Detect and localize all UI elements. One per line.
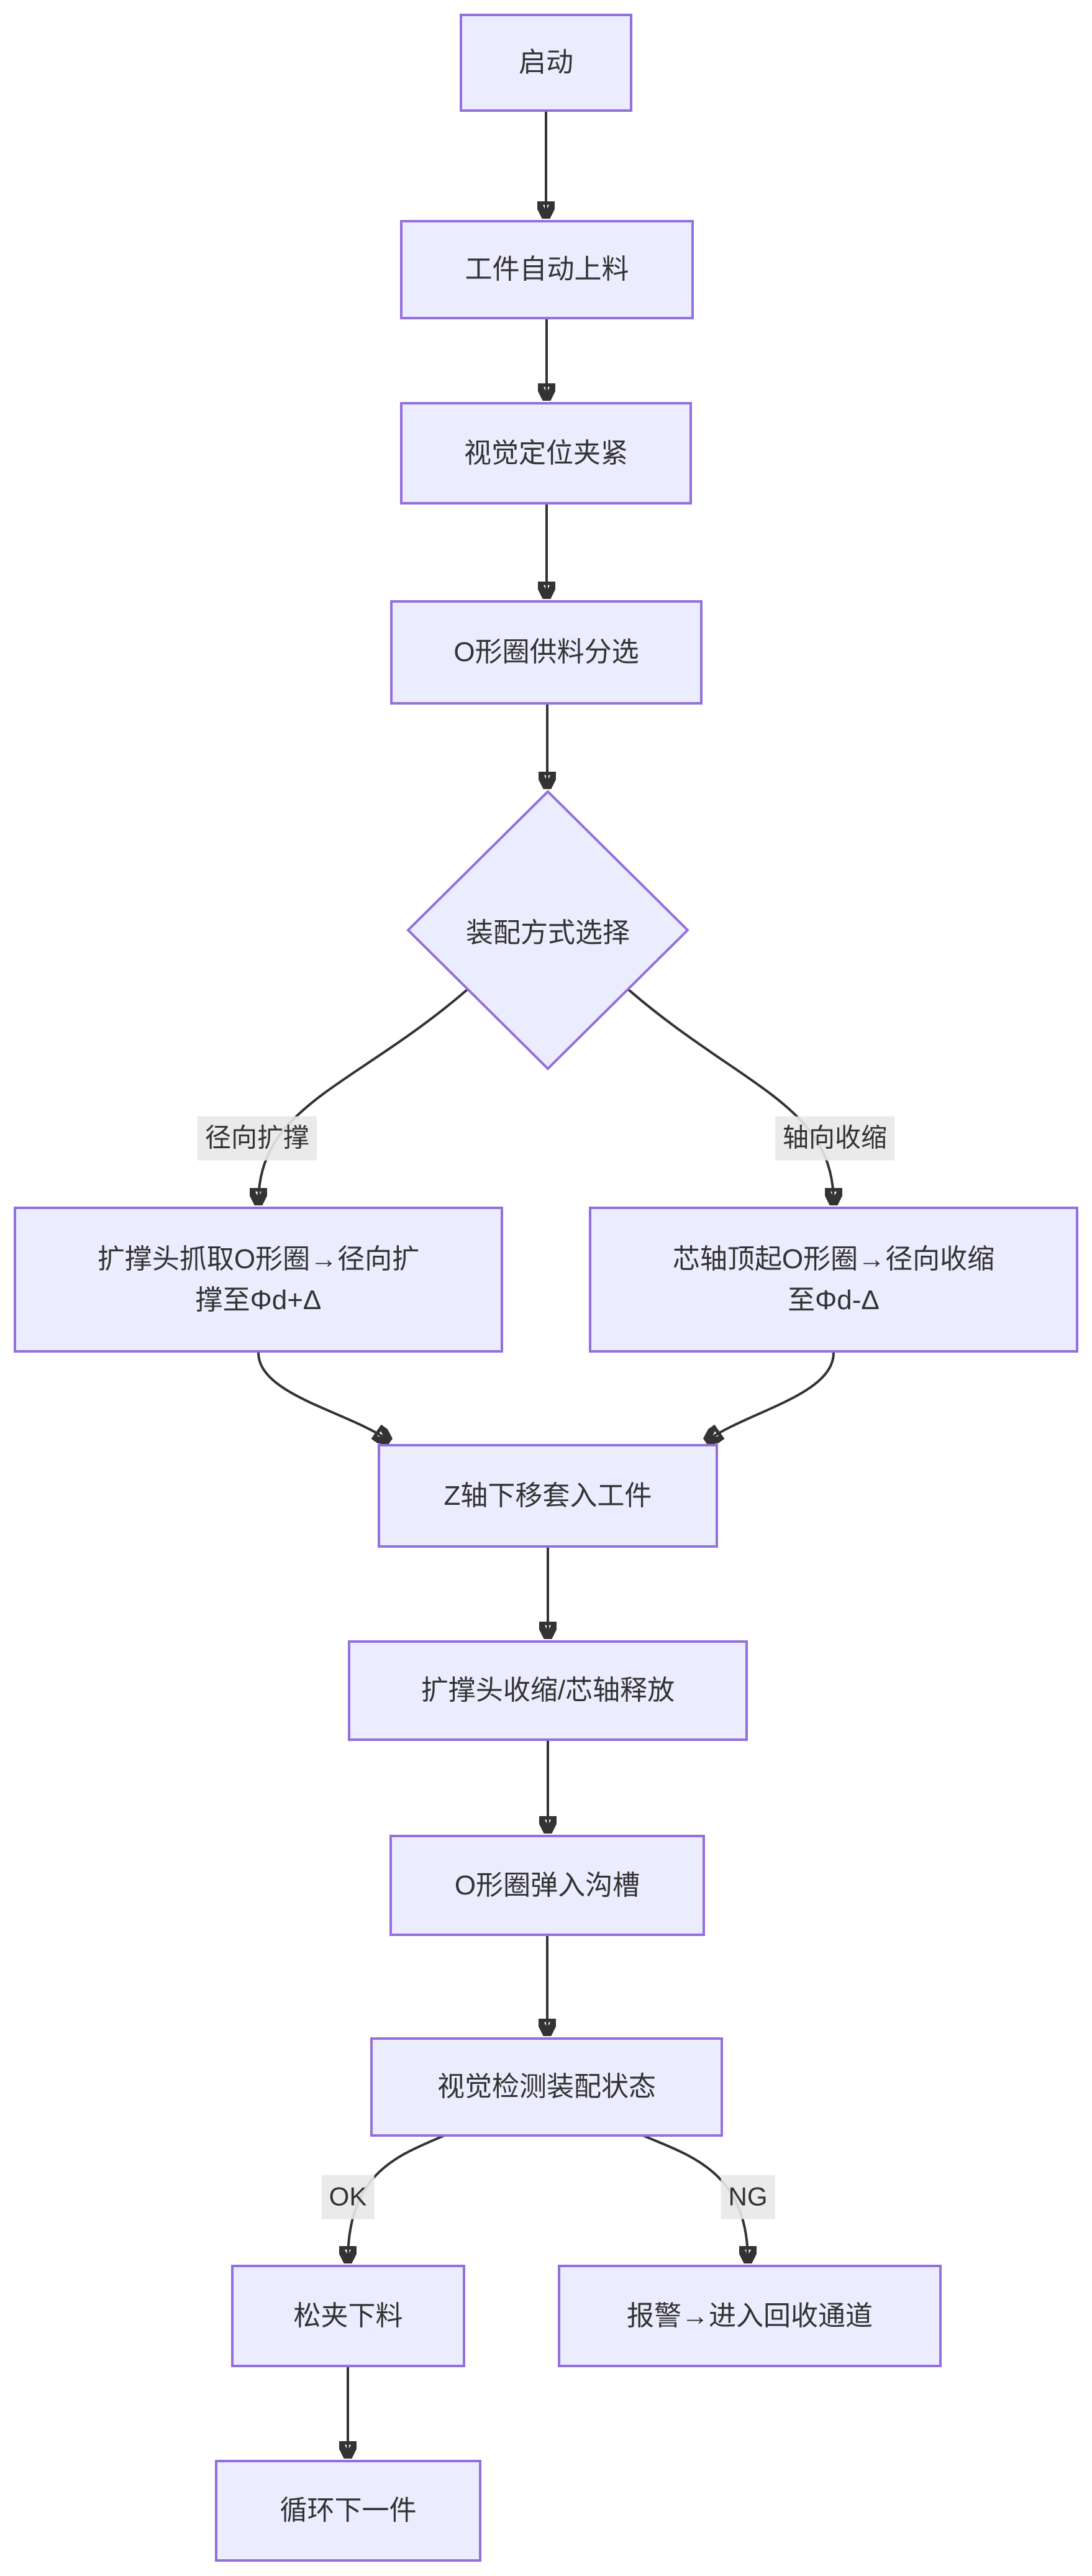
edge-choose-shrink bbox=[627, 989, 834, 1203]
node-workpiece-auto-feed: 工件自动上料 bbox=[400, 220, 694, 319]
node-z-axis-insert: Z轴下移套入工件 bbox=[378, 1444, 718, 1548]
edge-label-ok: OK bbox=[321, 2175, 375, 2219]
edge-choose-expand bbox=[258, 989, 468, 1203]
node-vision-inspect-assembly: 视觉检测装配状态 bbox=[370, 2037, 723, 2137]
edge-label-ng: NG bbox=[721, 2175, 775, 2219]
diamond-shape bbox=[406, 790, 689, 1071]
edge-inspect-alarm bbox=[629, 2128, 748, 2261]
edge-expand-insert bbox=[257, 1352, 388, 1440]
node-oring-feed-sort: O形圈供料分选 bbox=[390, 600, 703, 705]
node-oring-snap-groove: O形圈弹入沟槽 bbox=[389, 1835, 705, 1936]
edge-label-axial-shrink: 轴向收缩 bbox=[775, 1116, 895, 1161]
edge-inspect-unload bbox=[348, 2128, 458, 2261]
node-expander-grab-oring: 扩撑头抓取O形圈→径向扩 撑至Φd+Δ bbox=[14, 1207, 503, 1353]
decision-label: 装配方式选择 bbox=[466, 918, 630, 948]
node-alarm-recycle-channel: 报警→进入回收通道 bbox=[558, 2265, 942, 2367]
decision-assembly-mode: 装配方式选择 bbox=[406, 790, 689, 1071]
node-mandrel-lift-oring: 芯轴顶起O形圈→径向收缩 至Φd-Δ bbox=[589, 1207, 1078, 1353]
node-loop-next-piece: 循环下一件 bbox=[215, 2460, 481, 2562]
edge-label-radial-expand: 径向扩撑 bbox=[197, 1116, 317, 1161]
node-expander-retract-release: 扩撑头收缩/芯轴释放 bbox=[348, 1640, 748, 1741]
node-start: 启动 bbox=[460, 14, 632, 112]
edge-shrink-insert bbox=[708, 1352, 835, 1440]
node-vision-locate-clamp: 视觉定位夹紧 bbox=[400, 402, 692, 505]
node-unclamp-unload: 松夹下料 bbox=[231, 2265, 465, 2367]
